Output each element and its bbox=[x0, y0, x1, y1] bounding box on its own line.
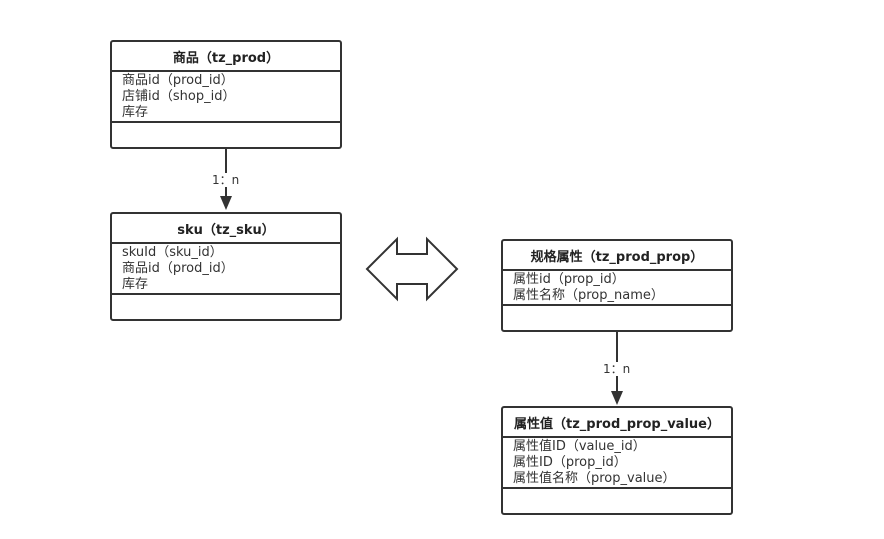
attribute-list: 属性值ID（value_id） 属性ID（prop_id） 属性值名称（prop… bbox=[503, 438, 731, 489]
entity-title: 规格属性（tz_prod_prop） bbox=[503, 241, 731, 271]
entity-tz-prod-prop[interactable]: 规格属性（tz_prod_prop） 属性id（prop_id） 属性名称（pr… bbox=[501, 239, 733, 332]
prod-sku-arrowhead bbox=[220, 196, 232, 210]
attribute: 属性值ID（value_id） bbox=[513, 439, 646, 454]
attribute: 属性值名称（prop_value） bbox=[513, 471, 676, 486]
entity-tz-prod-prop-value[interactable]: 属性值（tz_prod_prop_value） 属性值ID（value_id） … bbox=[501, 406, 733, 515]
entity-title: sku（tz_sku） bbox=[112, 214, 340, 244]
attribute: 店铺id（shop_id） bbox=[122, 89, 236, 104]
attribute: 商品id（prod_id） bbox=[122, 73, 234, 88]
entity-title: 属性值（tz_prod_prop_value） bbox=[503, 408, 731, 438]
attribute: 属性id（prop_id） bbox=[513, 272, 625, 287]
attribute: 库存 bbox=[122, 105, 149, 120]
attribute: skuId（sku_id） bbox=[122, 245, 223, 260]
entity-tz-sku[interactable]: sku（tz_sku） skuId（sku_id） 商品id（prod_id） … bbox=[110, 212, 342, 321]
attribute: 属性名称（prop_name） bbox=[513, 288, 664, 303]
entity-title: 商品（tz_prod） bbox=[112, 42, 340, 72]
prop-value-cardinality: 1：n bbox=[601, 362, 633, 376]
attribute: 商品id（prod_id） bbox=[122, 261, 234, 276]
attribute-list: 属性id（prop_id） 属性名称（prop_name） bbox=[503, 271, 731, 306]
prod-sku-cardinality: 1：n bbox=[210, 173, 242, 187]
prop-value-arrowhead bbox=[611, 391, 623, 405]
attribute: 属性ID（prop_id） bbox=[513, 455, 627, 470]
attribute-list: 商品id（prod_id） 店铺id（shop_id） 库存 bbox=[112, 72, 340, 123]
double-arrow-icon bbox=[365, 236, 459, 302]
attribute: 库存 bbox=[122, 277, 149, 292]
entity-tz-prod[interactable]: 商品（tz_prod） 商品id（prod_id） 店铺id（shop_id） … bbox=[110, 40, 342, 149]
attribute-list: skuId（sku_id） 商品id（prod_id） 库存 bbox=[112, 244, 340, 295]
